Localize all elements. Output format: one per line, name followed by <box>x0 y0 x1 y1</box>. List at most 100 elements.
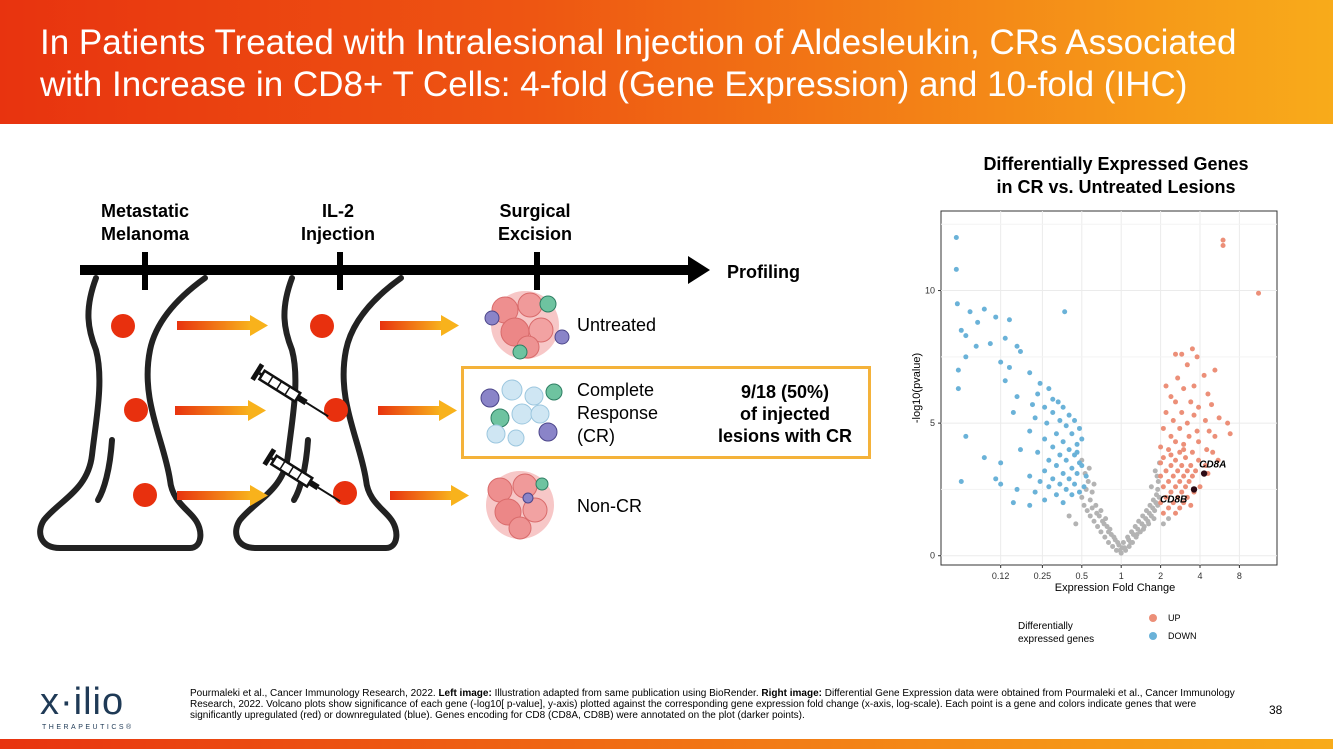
gene-point-ns <box>1120 539 1126 545</box>
gene-point-ns <box>1098 529 1104 535</box>
gene-point-down <box>973 343 979 349</box>
gene-point-ns <box>1079 494 1085 500</box>
gene-point-down <box>953 235 959 241</box>
gene-point-down <box>1074 471 1080 477</box>
gene-point-down <box>1062 309 1068 315</box>
gene-point-up <box>1191 412 1197 418</box>
gene-point-down <box>958 327 964 333</box>
gene-point-down <box>1027 502 1033 508</box>
gene-point-up <box>1160 484 1166 490</box>
gene-point-down <box>1069 431 1075 437</box>
gene-point-down <box>1083 473 1089 479</box>
gene-point-down <box>1006 317 1012 323</box>
gene-point-up <box>1170 500 1176 506</box>
gene-point-up <box>1177 425 1183 431</box>
cr-rate-statistic: 9/18 (50%) of injected lesions with CR <box>717 382 852 446</box>
footnote-citation: Pourmaleki et al., Cancer Immunology Res… <box>190 688 439 699</box>
immune-cell-cluster-cr <box>480 379 563 447</box>
gene-point-up <box>1189 449 1195 455</box>
gene-point-down <box>993 314 999 320</box>
title-banner: In Patients Treated with Intralesional I… <box>0 0 1333 124</box>
syringe-icon <box>262 448 341 503</box>
gene-point-down <box>1042 497 1048 503</box>
gene-point-up <box>1212 433 1218 439</box>
gene-point-down <box>963 433 969 439</box>
stage-label-surgical-excision: Surgical Excision <box>497 201 573 244</box>
volcano-plot-title: Differentially Expressed Genes in CR vs.… <box>983 154 1249 197</box>
footer-bar <box>0 739 1333 749</box>
gene-point-ns <box>1119 545 1125 551</box>
gene-point-up <box>1201 372 1207 378</box>
gene-point-up <box>1173 510 1179 516</box>
company-logo: x·ilio THERAPEUTICS® <box>40 683 150 733</box>
logo-subtitle: THERAPEUTICS® <box>42 724 134 731</box>
gene-point-down <box>1046 386 1052 392</box>
gene-point-down <box>1057 452 1063 458</box>
gene-point-up <box>1158 473 1164 479</box>
gene-point-up <box>1158 500 1164 506</box>
gene-point-ns <box>1087 497 1093 503</box>
x-tick-label: 0.12 <box>992 571 1010 581</box>
slide-title: In Patients Treated with Intralesional I… <box>40 23 1237 104</box>
gene-point-down <box>955 386 961 392</box>
gene-point-down <box>1027 428 1033 434</box>
syringe-icon <box>250 363 329 418</box>
gene-point-down <box>1035 449 1041 455</box>
gene-point-down <box>963 354 969 360</box>
gene-point-down <box>1027 370 1033 376</box>
gene-point-down <box>1044 420 1050 426</box>
gene-point-ns <box>1126 543 1132 549</box>
gene-point-up <box>1179 463 1185 469</box>
gene-point-up <box>1168 433 1174 439</box>
lesion-dot <box>124 398 148 422</box>
y-tick-label: 10 <box>925 286 935 296</box>
gene-point-up <box>1194 428 1200 434</box>
cd8-gene-point <box>1190 486 1198 493</box>
gene-point-down <box>1014 343 1020 349</box>
gene-point-up <box>1204 447 1210 453</box>
gene-point-ns <box>1160 521 1166 527</box>
gene-point-ns <box>1130 532 1136 538</box>
x-tick-label: 4 <box>1197 571 1202 581</box>
gene-point-down <box>998 481 1004 487</box>
gene-point-up <box>1188 399 1194 405</box>
gene-point-down <box>1014 394 1020 400</box>
gene-point-ns <box>1166 516 1172 522</box>
tumor-cell-cluster-non-cr <box>486 471 554 540</box>
gene-point-down <box>1032 489 1038 495</box>
gene-point-down <box>1063 457 1069 463</box>
gene-point-up <box>1186 478 1192 484</box>
gene-point-up <box>1184 420 1190 426</box>
gene-point-ns <box>1146 521 1152 527</box>
gene-point-up <box>1173 351 1179 357</box>
gene-point-up <box>1160 510 1166 516</box>
gene-point-down <box>1060 439 1066 445</box>
legend-label-down: DOWN <box>1168 631 1197 641</box>
gene-point-up <box>1163 410 1169 416</box>
gene-point-up <box>1225 420 1231 426</box>
gene-point-up <box>1220 242 1226 248</box>
gene-point-up <box>1168 463 1174 469</box>
gene-point-ns <box>1066 513 1072 519</box>
gene-point-up <box>1196 404 1202 410</box>
x-tick-label: 2 <box>1158 571 1163 581</box>
gene-point-ns <box>1134 532 1140 538</box>
gene-point-ns <box>1103 516 1109 522</box>
gene-point-up <box>1196 457 1202 463</box>
gene-point-down <box>1066 447 1072 453</box>
gene-point-down <box>1042 436 1048 442</box>
gene-point-ns <box>1073 521 1079 527</box>
gene-point-up <box>1177 449 1183 455</box>
gene-point-ns <box>1155 478 1161 484</box>
gene-point-down <box>998 460 1004 466</box>
gene-point-ns <box>1102 534 1108 540</box>
gene-point-ns <box>1115 539 1121 545</box>
gene-point-up <box>1177 478 1183 484</box>
gene-point-down <box>1037 478 1043 484</box>
gene-point-up <box>1170 473 1176 479</box>
gene-point-ns <box>1098 508 1104 514</box>
gene-point-up <box>1188 463 1194 469</box>
gene-point-down <box>1055 399 1061 405</box>
gene-point-up <box>1181 473 1187 479</box>
